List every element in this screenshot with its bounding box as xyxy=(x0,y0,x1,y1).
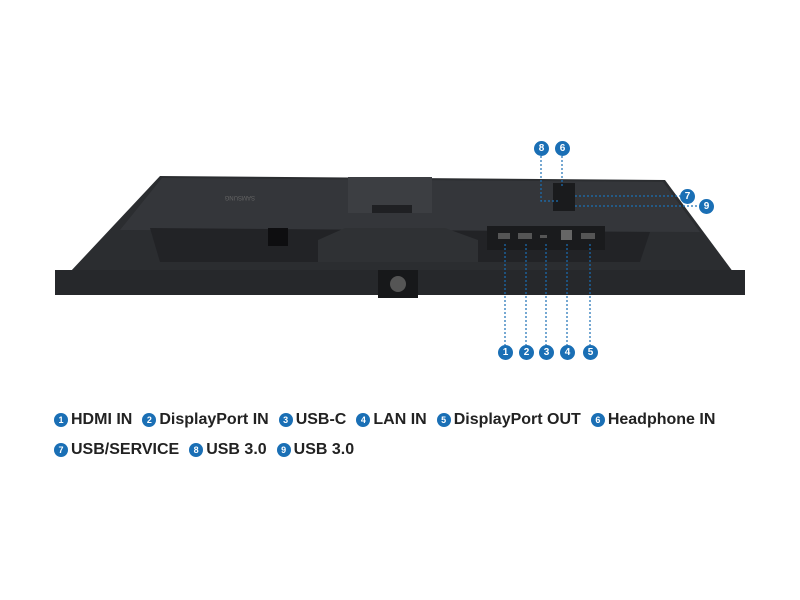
callout-4: 4 xyxy=(560,345,575,360)
legend-label: DisplayPort OUT xyxy=(453,411,581,428)
svg-text:SAMSUNG: SAMSUNG xyxy=(224,194,255,200)
legend-label: USB 3.0 xyxy=(293,441,355,458)
callout-6: 6 xyxy=(555,141,570,156)
legend-number: 7 xyxy=(54,443,68,457)
legend-number: 8 xyxy=(189,443,204,457)
legend-label: USB/SERVICE xyxy=(71,441,180,458)
callout-1: 1 xyxy=(498,345,513,360)
legend-number: 3 xyxy=(278,413,293,427)
callout-lines xyxy=(504,156,698,345)
callout-2: 2 xyxy=(519,345,534,360)
callout-7: 7 xyxy=(680,189,695,204)
legend-number: 6 xyxy=(590,413,605,427)
legend-label: LAN IN xyxy=(373,411,427,428)
legend-number: 1 xyxy=(54,413,68,427)
legend-number: 5 xyxy=(436,413,451,427)
power-port xyxy=(268,228,288,246)
legend-label: USB 3.0 xyxy=(206,441,267,458)
legend-label: USB-C xyxy=(295,411,347,428)
callout-9: 9 xyxy=(699,199,714,214)
legend-label: HDMI IN xyxy=(71,411,133,428)
stand-neck xyxy=(318,228,478,262)
callout-8: 8 xyxy=(534,141,549,156)
legend-label: Headphone IN xyxy=(607,411,716,428)
legend-number: 9 xyxy=(276,443,291,457)
legend-number: 4 xyxy=(356,413,371,427)
legend-label: DisplayPort IN xyxy=(159,411,269,428)
legend-number: 2 xyxy=(142,413,157,427)
callout-3: 3 xyxy=(539,345,554,360)
side-usb-panel xyxy=(553,183,575,211)
callout-5: 5 xyxy=(583,345,598,360)
